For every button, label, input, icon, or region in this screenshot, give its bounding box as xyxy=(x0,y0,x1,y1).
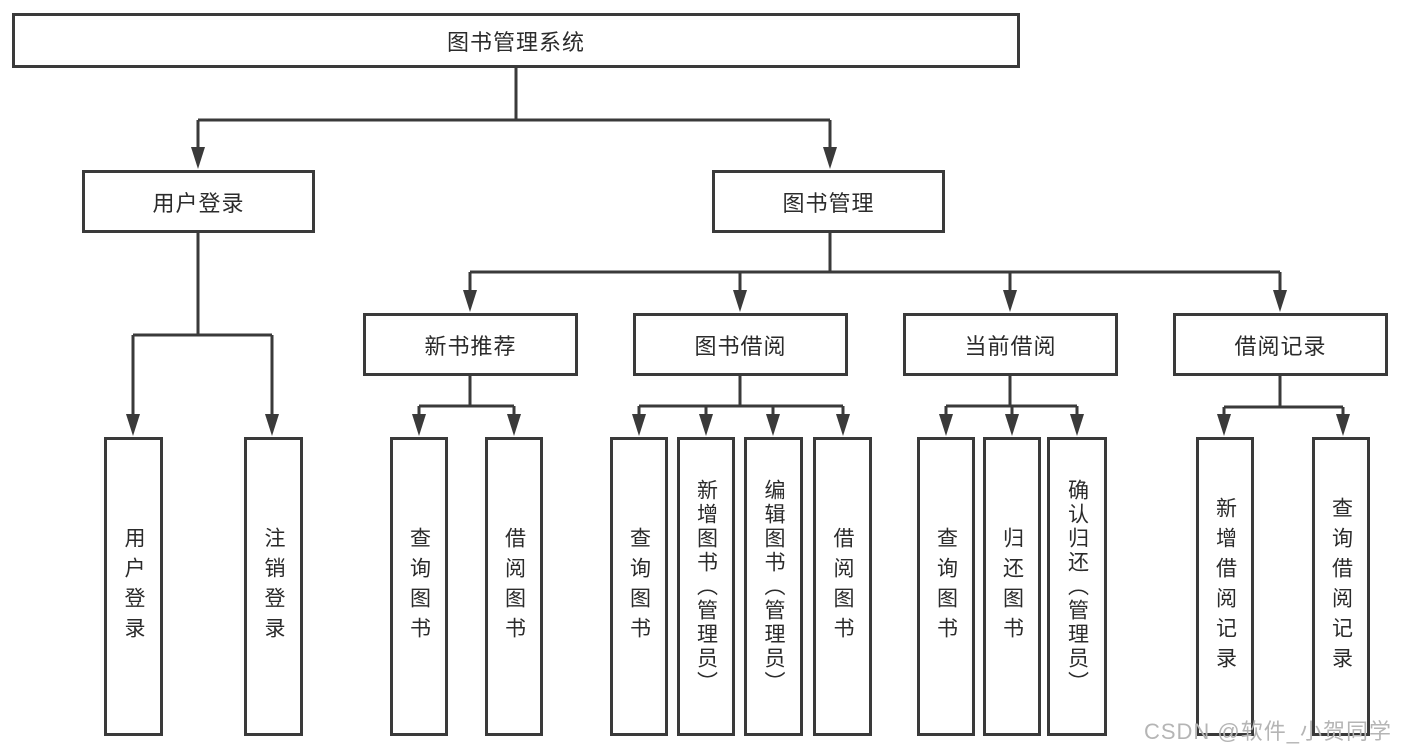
node-library-system: 图书管理系统 xyxy=(12,13,1020,68)
leaf-add-borrow-record: 新增借阅记录 xyxy=(1196,437,1254,736)
leaf-query-books-current: 查询图书 xyxy=(917,437,975,736)
leaf-confirm-return-admin: 确认归还（管理员） xyxy=(1047,437,1107,736)
node-book-borrow: 图书借阅 xyxy=(633,313,848,376)
leaf-edit-book-admin: 编辑图书（管理员） xyxy=(744,437,803,736)
leaf-user-login: 用户登录 xyxy=(104,437,163,736)
leaf-query-borrow-record: 查询借阅记录 xyxy=(1312,437,1370,736)
leaf-add-book-admin: 新增图书（管理员） xyxy=(677,437,735,736)
csdn-watermark: CSDN @软件_小贺同学 xyxy=(1143,719,1392,744)
node-borrow-records: 借阅记录 xyxy=(1173,313,1388,376)
node-new-book-recommend: 新书推荐 xyxy=(363,313,578,376)
node-current-borrow: 当前借阅 xyxy=(903,313,1118,376)
node-user-login: 用户登录 xyxy=(82,170,315,233)
node-book-management: 图书管理 xyxy=(712,170,945,233)
leaf-borrow-books-borrow: 借阅图书 xyxy=(813,437,872,736)
leaf-borrow-books-recommend: 借阅图书 xyxy=(485,437,543,736)
leaf-query-books-borrow: 查询图书 xyxy=(610,437,668,736)
leaf-query-books-recommend: 查询图书 xyxy=(390,437,448,736)
leaf-logout: 注销登录 xyxy=(244,437,303,736)
arrowheads xyxy=(126,147,1350,436)
leaf-return-books: 归还图书 xyxy=(983,437,1041,736)
